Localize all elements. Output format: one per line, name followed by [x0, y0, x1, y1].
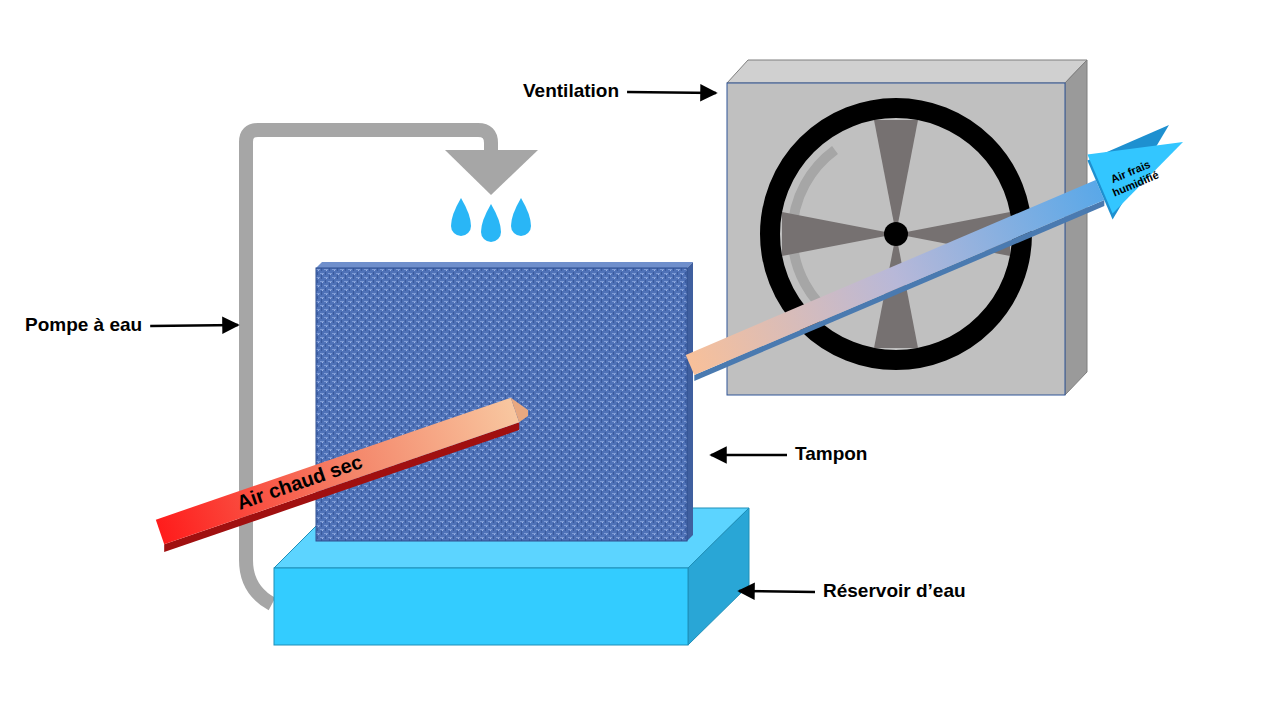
hot-air-arrow: [156, 398, 528, 552]
part-label: Ventilation: [523, 80, 619, 102]
part-label: Réservoir d’eau: [823, 580, 966, 602]
water-drops: [451, 198, 531, 242]
leader-arrow: [711, 454, 787, 457]
leader-arrow: [627, 92, 716, 93]
leader-arrow: [739, 591, 815, 592]
part-label: Tampon: [795, 443, 867, 465]
part-label: Pompe à eau: [25, 314, 142, 336]
leader-arrow: [150, 325, 238, 326]
cool-air-arrow: [686, 125, 1183, 381]
